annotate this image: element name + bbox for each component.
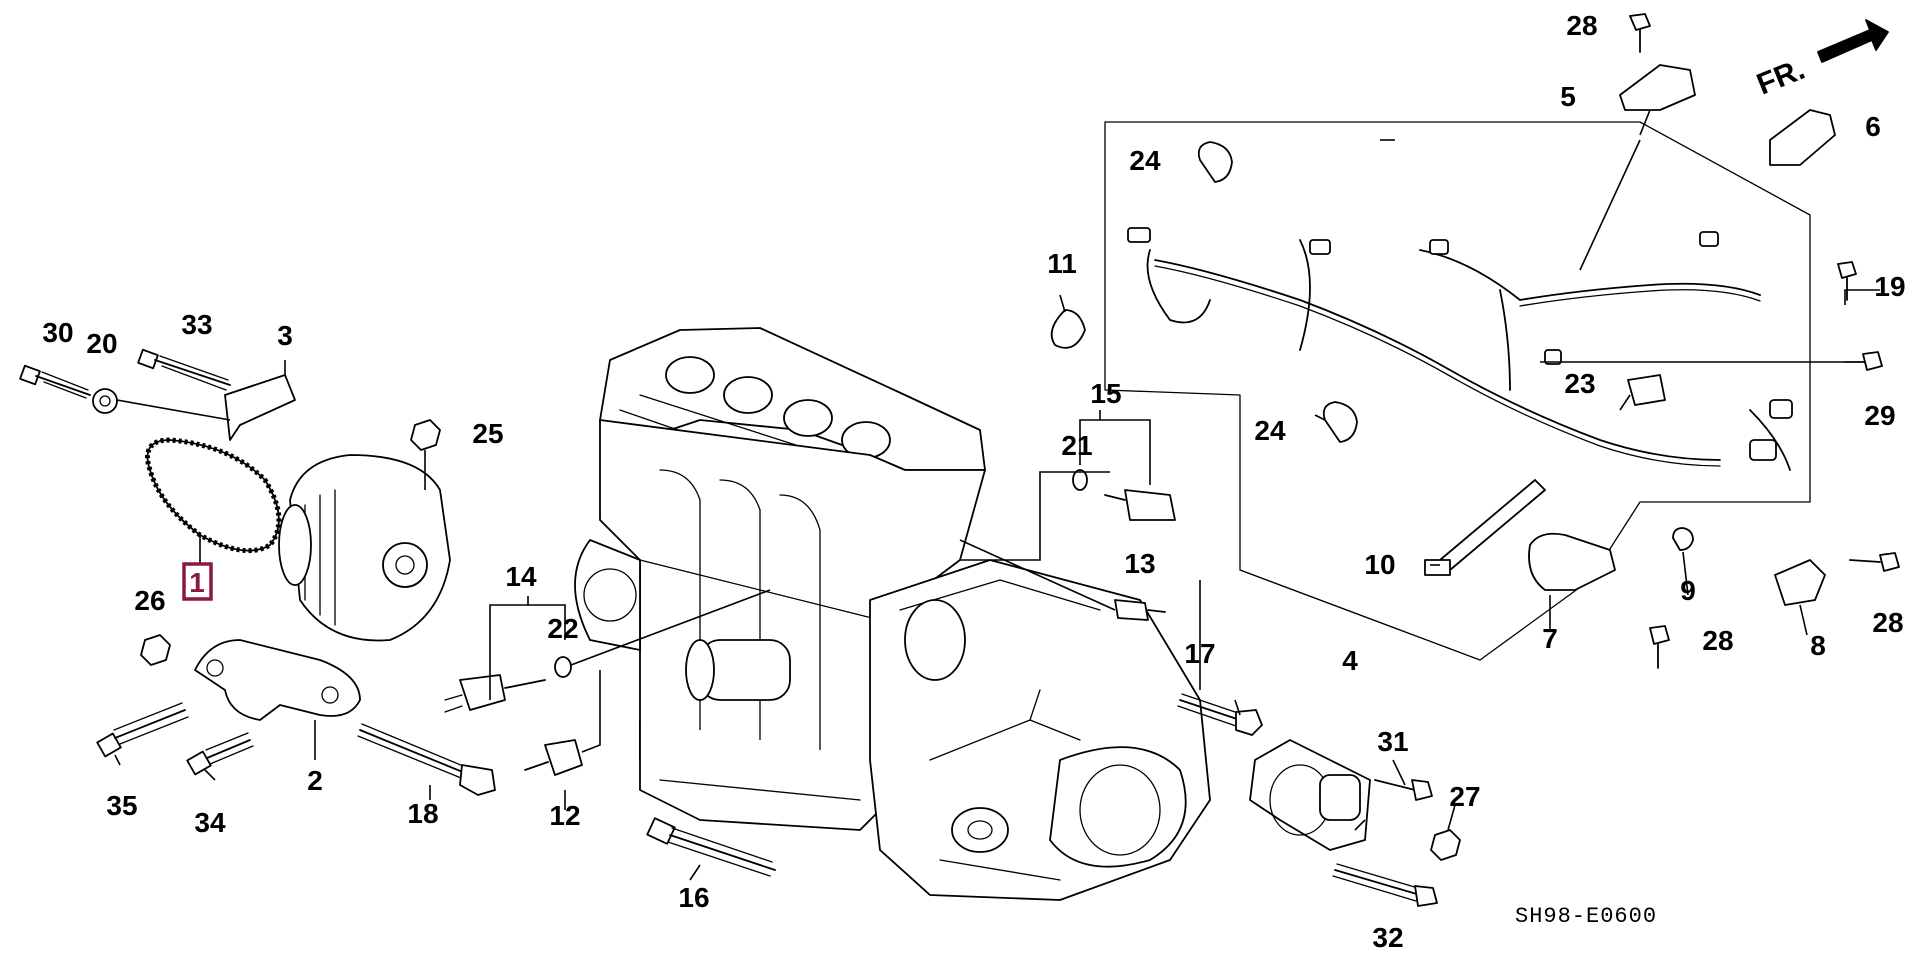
callout-1[interactable]: 1 <box>189 567 205 598</box>
callout-10[interactable]: 10 <box>1364 549 1395 580</box>
callout-16[interactable]: 16 <box>678 882 709 913</box>
bolt-33-drawing <box>137 348 231 391</box>
callout-2[interactable]: 2 <box>307 765 323 796</box>
bolt-30-drawing <box>19 364 91 399</box>
wire-harness-drawing <box>1104 64 1836 661</box>
bolt-19-drawing <box>1837 261 1857 301</box>
callout-18[interactable]: 18 <box>407 798 438 829</box>
nut-27-drawing <box>1430 829 1461 861</box>
callout-4[interactable]: 4 <box>1342 645 1358 676</box>
callout-8[interactable]: 8 <box>1810 630 1826 661</box>
washer-22-drawing <box>554 589 771 678</box>
bolt-28-mid-drawing <box>1849 552 1900 572</box>
callout-28-top[interactable]: 28 <box>1566 10 1597 41</box>
callout-9[interactable]: 9 <box>1680 575 1696 606</box>
callout-15[interactable]: 15 <box>1090 378 1121 409</box>
alternator-drawing <box>145 374 451 721</box>
callout-35[interactable]: 35 <box>106 790 137 821</box>
bolt-31-drawing <box>1374 779 1433 801</box>
callout-26[interactable]: 26 <box>134 585 165 616</box>
callout-29[interactable]: 29 <box>1864 400 1895 431</box>
callout-31[interactable]: 31 <box>1377 726 1408 757</box>
callout-19[interactable]: 19 <box>1874 271 1905 302</box>
starter-drawing <box>1249 739 1371 851</box>
callout-23[interactable]: 23 <box>1564 368 1595 399</box>
callout-21[interactable]: 21 <box>1061 430 1092 461</box>
nut-25-drawing <box>410 419 441 490</box>
leader-lines <box>114 139 1880 881</box>
callout-1-box[interactable] <box>182 562 213 601</box>
callout-17[interactable]: 17 <box>1184 638 1215 669</box>
sensor-12-drawing <box>524 670 601 776</box>
bolt-35-drawing <box>96 702 189 758</box>
callout-34[interactable]: 34 <box>194 807 226 838</box>
bolt-16-drawing <box>646 817 776 877</box>
callout-24-lower[interactable]: 24 <box>1254 415 1286 446</box>
callout-33[interactable]: 33 <box>181 309 212 340</box>
callout-27[interactable]: 27 <box>1449 781 1480 812</box>
sensor-15-drawing <box>1104 489 1176 521</box>
bolt-34-drawing <box>186 732 254 776</box>
callout-28-mid[interactable]: 28 <box>1872 607 1903 638</box>
callout-20[interactable]: 20 <box>86 328 117 359</box>
callout-12[interactable]: 12 <box>549 800 580 831</box>
engine-block-drawing <box>574 327 986 831</box>
callout-6[interactable]: 6 <box>1865 111 1881 142</box>
transmission-drawing <box>869 559 1211 901</box>
callout-3[interactable]: 3 <box>277 320 293 351</box>
callout-22[interactable]: 22 <box>547 613 578 644</box>
front-direction-arrow <box>1817 19 1889 63</box>
callout-28-low[interactable]: 28 <box>1702 625 1733 656</box>
diagram-code: SH98-E0600 <box>1515 904 1657 929</box>
washer-20-drawing <box>92 388 231 421</box>
bolt-29-drawing <box>1540 351 1883 371</box>
callout-30[interactable]: 30 <box>42 317 73 348</box>
callout-13[interactable]: 13 <box>1124 548 1155 579</box>
washer-21-drawing <box>1072 469 1088 491</box>
callout-11[interactable]: 11 <box>1047 248 1077 279</box>
callout-5[interactable]: 5 <box>1560 81 1576 112</box>
sensor-13-drawing <box>959 539 1166 621</box>
callout-14[interactable]: 14 <box>505 561 537 592</box>
bolt-18-drawing <box>357 723 496 796</box>
clip-11-drawing <box>1050 309 1086 349</box>
bolt-28-low-drawing <box>1649 625 1670 669</box>
callout-32[interactable]: 32 <box>1372 922 1403 953</box>
callout-24-upper[interactable]: 24 <box>1129 145 1161 176</box>
callout-labels: 1 2 3 4 5 6 7 8 9 10 11 12 13 14 15 16 1… <box>42 10 1905 953</box>
bolt-28-top-drawing <box>1629 13 1651 53</box>
nut-26-drawing <box>140 634 171 666</box>
sensor-14-drawing <box>444 674 546 713</box>
callout-25[interactable]: 25 <box>472 418 503 449</box>
front-direction-label: FR. <box>1752 53 1809 102</box>
bolt-32-drawing <box>1332 863 1438 907</box>
callout-7[interactable]: 7 <box>1542 623 1558 654</box>
bolt-17-drawing <box>1177 693 1263 736</box>
